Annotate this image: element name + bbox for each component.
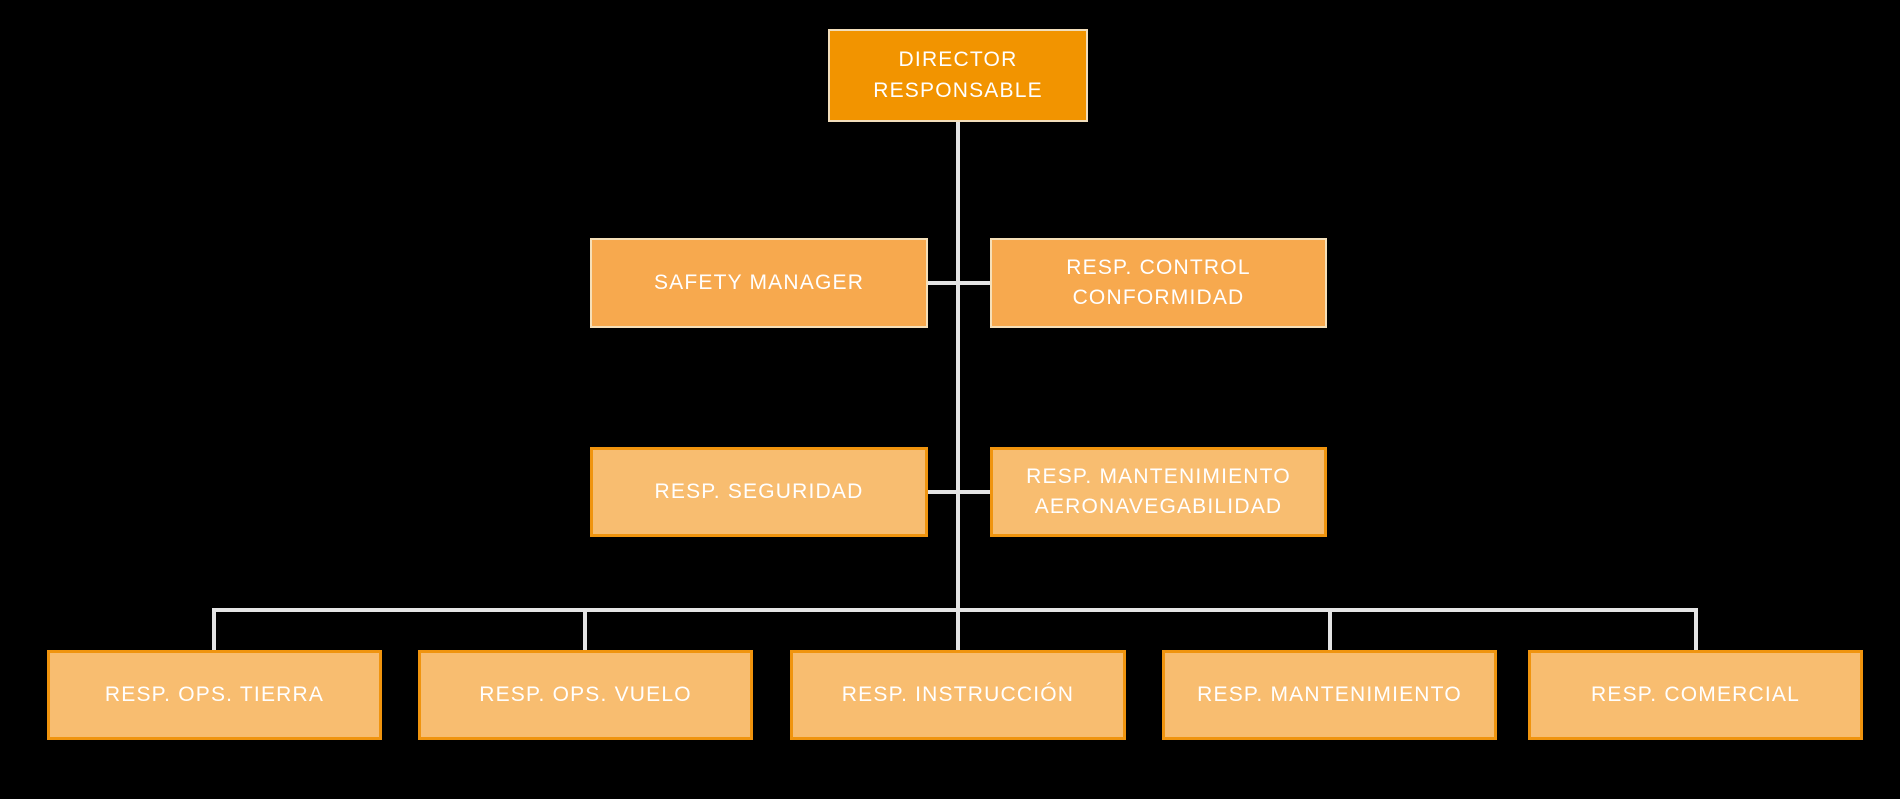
connector-drop-ops-vuelo xyxy=(583,608,587,650)
node-label: RESP. MANTENIMIENTO AERONAVEGABILIDAD xyxy=(1026,464,1291,518)
connector-trunk-vertical xyxy=(956,122,960,612)
node-label: RESP. COMERCIAL xyxy=(1591,682,1800,706)
connector-drop-mantenimiento xyxy=(1328,608,1332,650)
node-resp-ops-tierra: RESP. OPS. TIERRA xyxy=(47,650,382,740)
connector-drop-comercial xyxy=(1694,608,1698,650)
node-resp-control-conformidad: RESP. CONTROL CONFORMIDAD xyxy=(990,238,1327,328)
node-label: RESP. SEGURIDAD xyxy=(654,479,864,503)
node-director-responsable: DIRECTOR RESPONSABLE xyxy=(828,29,1088,122)
connector-drop-ops-tierra xyxy=(212,608,216,650)
node-label: RESP. OPS. TIERRA xyxy=(104,682,325,706)
node-label: DIRECTOR RESPONSABLE xyxy=(873,48,1043,102)
connector-staff-row2-horizontal xyxy=(928,490,990,494)
node-safety-manager: SAFETY MANAGER xyxy=(590,238,928,328)
connector-staff-row1-horizontal xyxy=(928,281,990,285)
node-label: RESP. OPS. VUELO xyxy=(479,682,692,706)
node-resp-ops-vuelo: RESP. OPS. VUELO xyxy=(418,650,753,740)
connector-bottom-rail xyxy=(212,608,1698,612)
node-label: RESP. INSTRUCCIÓN xyxy=(841,682,1075,706)
node-resp-mantenimiento: RESP. MANTENIMIENTO xyxy=(1162,650,1497,740)
node-resp-mantenimiento-aeronavegabilidad: RESP. MANTENIMIENTO AERONAVEGABILIDAD xyxy=(990,447,1327,537)
node-label: RESP. CONTROL CONFORMIDAD xyxy=(1066,255,1251,309)
node-resp-comercial: RESP. COMERCIAL xyxy=(1528,650,1863,740)
node-label: RESP. MANTENIMIENTO xyxy=(1197,682,1462,706)
node-resp-instruccion: RESP. INSTRUCCIÓN xyxy=(790,650,1126,740)
node-resp-seguridad: RESP. SEGURIDAD xyxy=(590,447,928,537)
node-label: SAFETY MANAGER xyxy=(653,270,865,294)
connector-drop-instruccion xyxy=(956,608,960,650)
